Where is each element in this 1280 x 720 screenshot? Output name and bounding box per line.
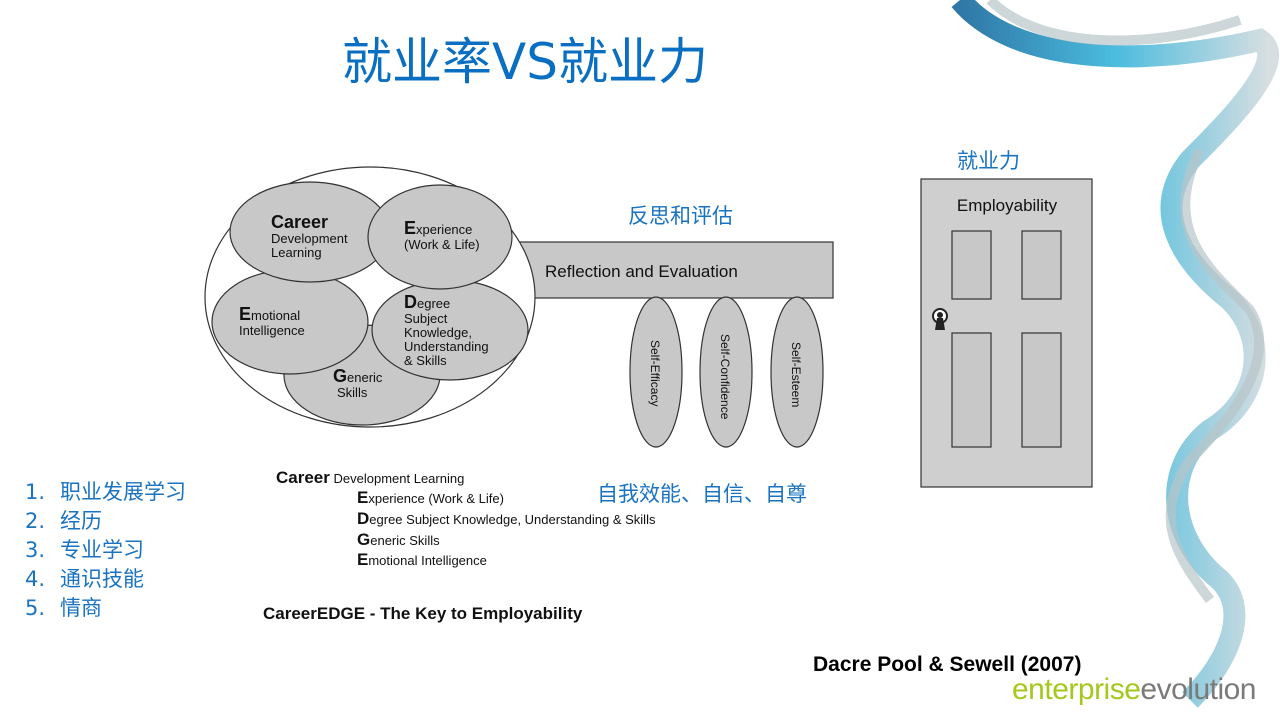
- chinese-list: 1.职业发展学习 2.经历 3.专业学习 4.通识技能 5.情商: [25, 478, 186, 623]
- self-cn-label: 自我效能、自信、自尊: [597, 482, 807, 506]
- list-item: 4.通识技能: [25, 567, 144, 591]
- keyhole-icon: [932, 308, 948, 330]
- career-line: Development: [271, 231, 348, 246]
- degree-line: Understanding: [404, 339, 489, 354]
- door-panel: [951, 230, 992, 300]
- self-efficacy-ellipse: [629, 296, 683, 448]
- diagram-caption: CareerEDGE - The Key to Employability: [263, 604, 583, 623]
- door-panel: [951, 332, 992, 448]
- careeredge-diagram: Career Development Learning Experience (…: [204, 166, 1093, 488]
- degree-label: Degree: [404, 292, 450, 312]
- degree-line: Knowledge,: [404, 325, 472, 340]
- generic-label: Generic: [333, 366, 383, 386]
- self-efficacy-label: Self-Efficacy: [648, 340, 662, 406]
- career-line: Learning: [271, 245, 322, 260]
- door-panel: [1021, 332, 1062, 448]
- emotional-label: Emotional: [239, 304, 300, 324]
- self-esteem-ellipse: [770, 296, 824, 448]
- slide-title: 就业率VS就业力: [342, 33, 708, 91]
- citation: Dacre Pool & Sewell (2007): [813, 653, 1082, 676]
- list-item: 3.专业学习: [25, 538, 144, 562]
- employability-cn-label: 就业力: [957, 149, 1020, 173]
- list-item: 5.情商: [25, 596, 102, 620]
- self-esteem-label: Self-Esteem: [789, 342, 803, 407]
- legend-degree: Degree Subject Knowledge, Understanding …: [357, 509, 656, 528]
- degree-line: Subject: [404, 311, 448, 326]
- career-head: Career: [271, 212, 328, 232]
- door-panel: [1021, 230, 1062, 300]
- reflection-cn-label: 反思和评估: [628, 204, 733, 228]
- self-confidence-ellipse: [699, 296, 753, 448]
- legend-emotional: Emotional Intelligence: [357, 550, 487, 569]
- legend-generic: Generic Skills: [357, 530, 440, 549]
- experience-line: (Work & Life): [404, 237, 480, 252]
- list-item: 1.职业发展学习: [25, 480, 186, 504]
- experience-ellipse: [367, 184, 513, 290]
- employability-label: Employability: [957, 196, 1058, 215]
- ribbon-decoration: [951, 0, 1279, 708]
- self-confidence-label: Self-Confidence: [718, 334, 732, 420]
- reflection-label: Reflection and Evaluation: [545, 262, 738, 281]
- legend-experience: Experience (Work & Life): [357, 488, 504, 507]
- degree-line: & Skills: [404, 353, 447, 368]
- list-item: 2.经历: [25, 509, 102, 533]
- enterprise-evolution-logo: enterpriseevolution: [1012, 673, 1256, 706]
- generic-line: Skills: [337, 385, 368, 400]
- experience-label: Experience: [404, 218, 472, 238]
- emotional-line: Intelligence: [239, 323, 305, 338]
- door: [920, 178, 1093, 488]
- legend-career: Career Development Learning: [276, 468, 465, 487]
